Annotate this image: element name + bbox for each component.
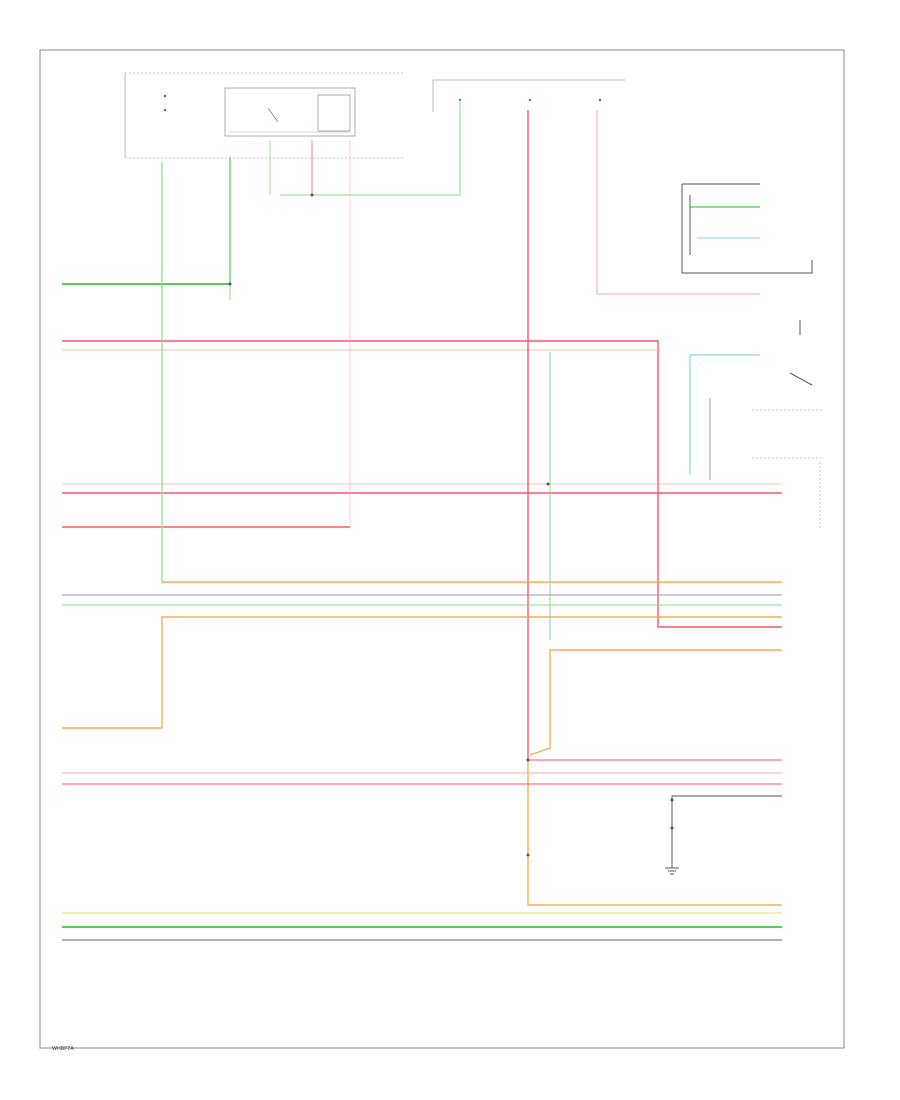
diagram-frame bbox=[39, 49, 845, 1049]
wire-orange-right bbox=[529, 649, 782, 756]
ground-icon bbox=[665, 867, 679, 875]
relay-box bbox=[224, 87, 356, 137]
wire-green-1 bbox=[62, 157, 231, 285]
fuse-box-right bbox=[432, 79, 625, 112]
connector-markers bbox=[228, 193, 674, 857]
relay-coil bbox=[317, 94, 351, 132]
wire-lightgreen-top bbox=[280, 100, 461, 196]
diagram-footer: WHBP7A bbox=[52, 1046, 74, 1052]
wire-orange-trunk bbox=[527, 760, 782, 906]
component-box-top-right bbox=[681, 183, 813, 274]
fuse-box-left bbox=[124, 72, 405, 159]
wire-orange-left bbox=[62, 616, 782, 729]
wire-dark-ground bbox=[671, 795, 782, 868]
wire-pink-right bbox=[596, 110, 760, 295]
switch-box-right bbox=[689, 320, 824, 528]
wires bbox=[62, 100, 782, 941]
